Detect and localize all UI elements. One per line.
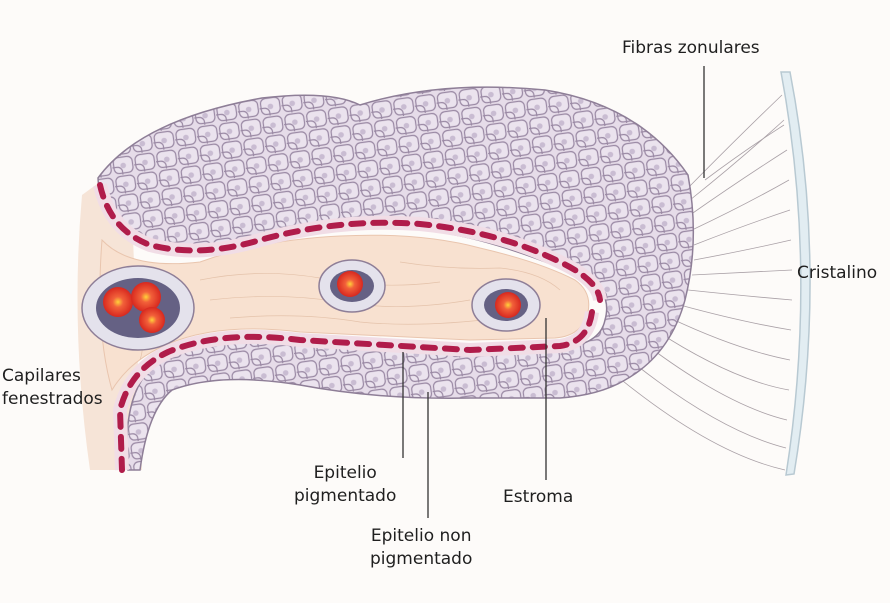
capillary-right [472, 279, 540, 331]
red-blood-cell [103, 287, 133, 317]
red-blood-cell [139, 307, 165, 333]
capillary-left [82, 266, 194, 350]
label-cristalino: Cristalino [797, 262, 877, 285]
red-blood-cell [337, 271, 363, 297]
label-epitelio-pigmentado: Epitelio pigmentado [294, 462, 396, 508]
label-capilares-fenestrados: Capilares fenestrados [2, 365, 103, 411]
red-blood-cell [495, 292, 521, 318]
label-fibras-zonulares: Fibras zonulares [622, 37, 760, 60]
label-estroma: Estroma [503, 486, 573, 509]
label-epitelio-non-pigmentado: Epitelio non pigmentado [370, 525, 472, 571]
capillary-middle [319, 260, 385, 312]
red-blood-cell [131, 282, 161, 312]
